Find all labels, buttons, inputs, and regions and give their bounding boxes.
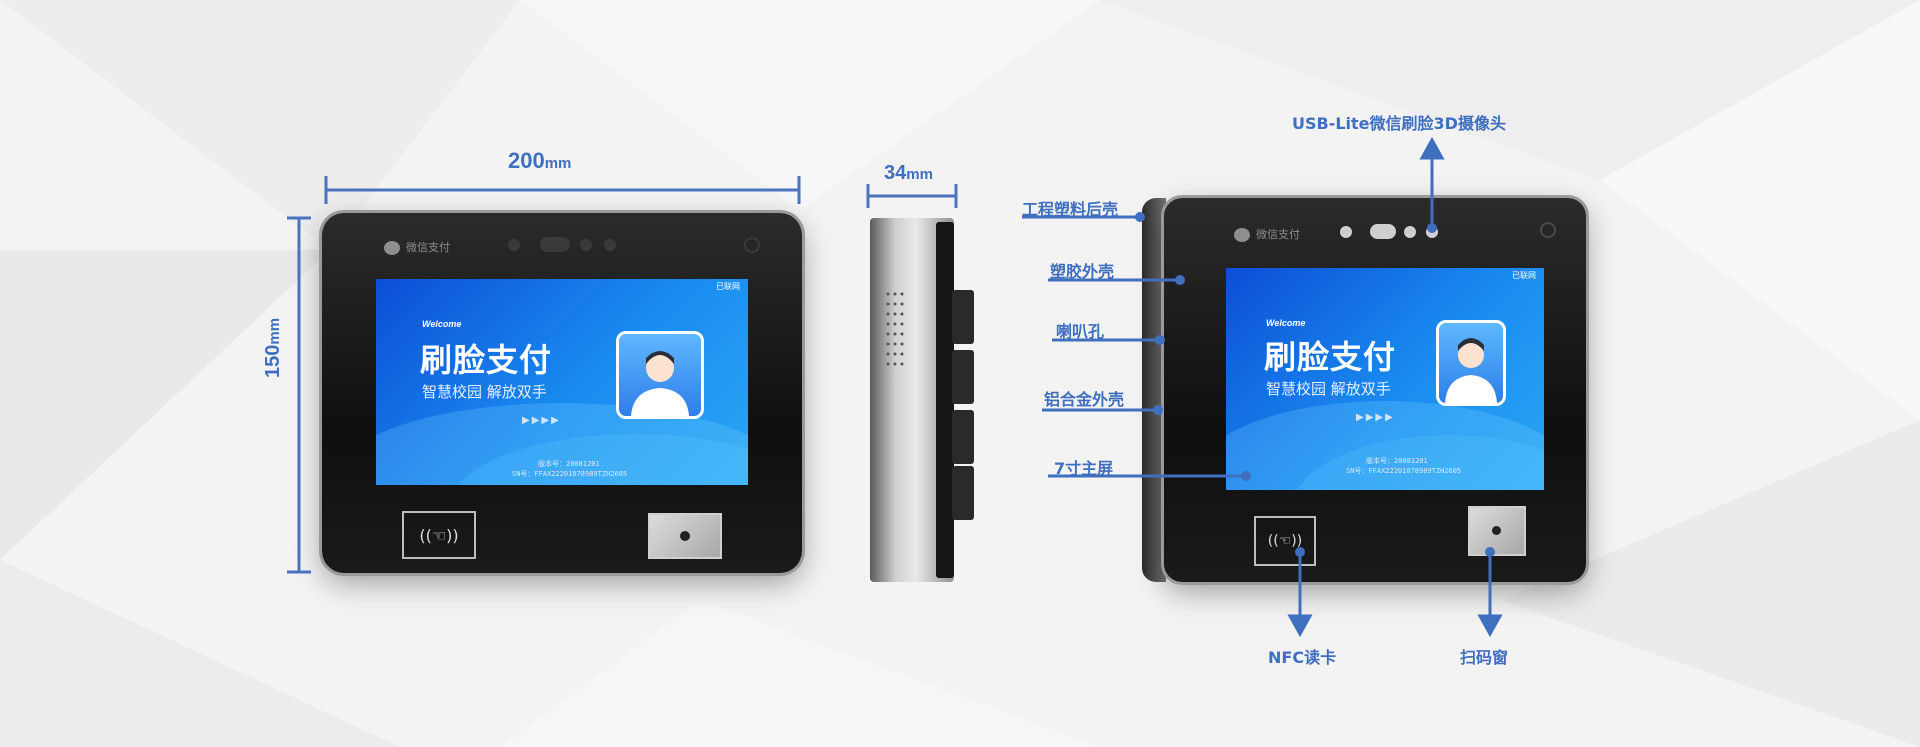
sn-line: SN号：FFAX22201078989TZH2605 bbox=[512, 470, 628, 478]
pay-subtitle: 智慧校园 解放双手 bbox=[422, 383, 547, 401]
depth-dimension-line bbox=[866, 184, 958, 208]
perspective-device: 微信支付 已联网 Welcome 刷脸支付 智慧校园 解放双手 ▶▶▶▶ 版本号… bbox=[1164, 198, 1586, 582]
callout-alloy-shell: 铝合金外壳 bbox=[1044, 390, 1125, 409]
callout-scanner: 扫码窗 bbox=[1460, 648, 1509, 667]
callout-main-screen: 7寸主屏 bbox=[1054, 459, 1114, 478]
camera-icon bbox=[1370, 224, 1396, 239]
scanner-window[interactable] bbox=[648, 513, 722, 559]
scanner-window[interactable] bbox=[1468, 506, 1526, 556]
front-screen: 已联网 Welcome 刷脸支付 智慧校园 解放双手 ▶▶▶▶ 版本号：2008… bbox=[376, 279, 748, 485]
nfc-icon: ((☜)) bbox=[419, 525, 459, 545]
width-label: 200mm bbox=[508, 148, 572, 173]
power-icon[interactable] bbox=[1540, 222, 1556, 238]
side-front-edge bbox=[936, 222, 954, 578]
pay-title: 刷脸支付 bbox=[420, 341, 553, 379]
callout-speaker: 喇叭孔 bbox=[1056, 322, 1105, 341]
mount-bracket bbox=[952, 290, 974, 344]
side-speaker-holes bbox=[886, 292, 904, 366]
version-line: 版本号：20081201 bbox=[1366, 457, 1428, 465]
sn-line: SN号：FFAX22201078989TZH2605 bbox=[1346, 467, 1462, 475]
wifi-status: 已联网 bbox=[716, 282, 740, 291]
sensor-icon bbox=[1340, 226, 1352, 238]
pay-subtitle: 智慧校园 解放双手 bbox=[1266, 380, 1391, 398]
front-device: 微信支付 已联网 Welcome 刷脸支付 智慧校园 解放双手 ▶▶▶▶ 版本号… bbox=[322, 213, 802, 573]
callout-camera: USB-Lite微信刷脸3D摄像头 bbox=[1292, 114, 1506, 133]
arrows-indicator: ▶▶▶▶ bbox=[522, 415, 561, 426]
perspective-screen: 已联网 Welcome 刷脸支付 智慧校园 解放双手 ▶▶▶▶ 版本号：2008… bbox=[1226, 268, 1544, 490]
scanner-lens-icon bbox=[1492, 526, 1501, 535]
wechat-pay-icon bbox=[1234, 228, 1250, 242]
scanner-lens-icon bbox=[680, 531, 690, 541]
sensor-icon bbox=[1404, 226, 1416, 238]
mount-bracket bbox=[952, 410, 974, 464]
callout-rear-shell: 工程塑料后壳 bbox=[1022, 200, 1119, 219]
welcome-text: Welcome bbox=[1266, 318, 1306, 328]
face-avatar-icon bbox=[631, 351, 689, 416]
sensor-icon bbox=[508, 239, 520, 251]
height-dimension-line bbox=[287, 216, 311, 574]
wechat-pay-icon bbox=[384, 241, 400, 255]
sensor-icon bbox=[604, 239, 616, 251]
power-icon[interactable] bbox=[744, 237, 760, 253]
nfc-reader[interactable]: ((☜)) bbox=[1254, 516, 1316, 566]
arrows-indicator: ▶▶▶▶ bbox=[1356, 412, 1395, 423]
mount-bracket bbox=[952, 466, 974, 520]
brand-label: 微信支付 bbox=[406, 241, 450, 254]
nfc-icon: ((☜)) bbox=[1267, 533, 1303, 549]
face-frame bbox=[616, 331, 704, 419]
camera-icon bbox=[540, 237, 570, 252]
welcome-text: Welcome bbox=[422, 319, 462, 329]
sensor-icon bbox=[580, 239, 592, 251]
pay-title: 刷脸支付 bbox=[1264, 338, 1397, 376]
callout-rubber-shell: 塑胶外壳 bbox=[1050, 262, 1115, 281]
brand-label: 微信支付 bbox=[1256, 228, 1300, 241]
version-line: 版本号：20081201 bbox=[538, 460, 600, 468]
width-dimension-line bbox=[324, 176, 801, 204]
mount-bracket bbox=[952, 350, 974, 404]
nfc-reader[interactable]: ((☜)) bbox=[402, 511, 476, 559]
callout-nfc: NFC读卡 bbox=[1268, 648, 1337, 667]
face-avatar-icon bbox=[1445, 338, 1497, 403]
depth-label: 34mm bbox=[884, 162, 933, 184]
perspective-rear-shell bbox=[1142, 198, 1166, 582]
wifi-status: 已联网 bbox=[1512, 271, 1536, 280]
face-frame bbox=[1436, 320, 1506, 406]
